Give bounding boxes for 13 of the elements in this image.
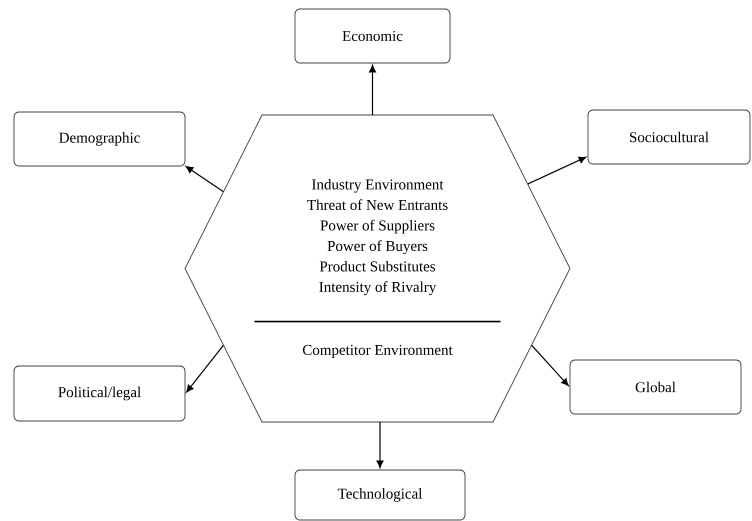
arrow bbox=[376, 422, 384, 468]
arrow bbox=[531, 344, 569, 386]
arrow bbox=[528, 156, 586, 184]
label-box: Economic bbox=[294, 8, 450, 64]
label-box: Global bbox=[570, 360, 742, 414]
arrow bbox=[186, 344, 224, 392]
label-box: Political/legal bbox=[14, 366, 186, 422]
label-box: Demographic bbox=[14, 112, 186, 166]
arrow bbox=[186, 166, 224, 192]
hexagon: Industry Environment Threat of New Entrants Power of Suppliers Power of Buyers Product Substitutes Intensity of Rivalry Competitor Environment bbox=[184, 114, 570, 422]
label-box: Technological bbox=[294, 470, 466, 520]
label-box: Sociocultural bbox=[588, 110, 750, 164]
arrow bbox=[369, 64, 376, 115]
